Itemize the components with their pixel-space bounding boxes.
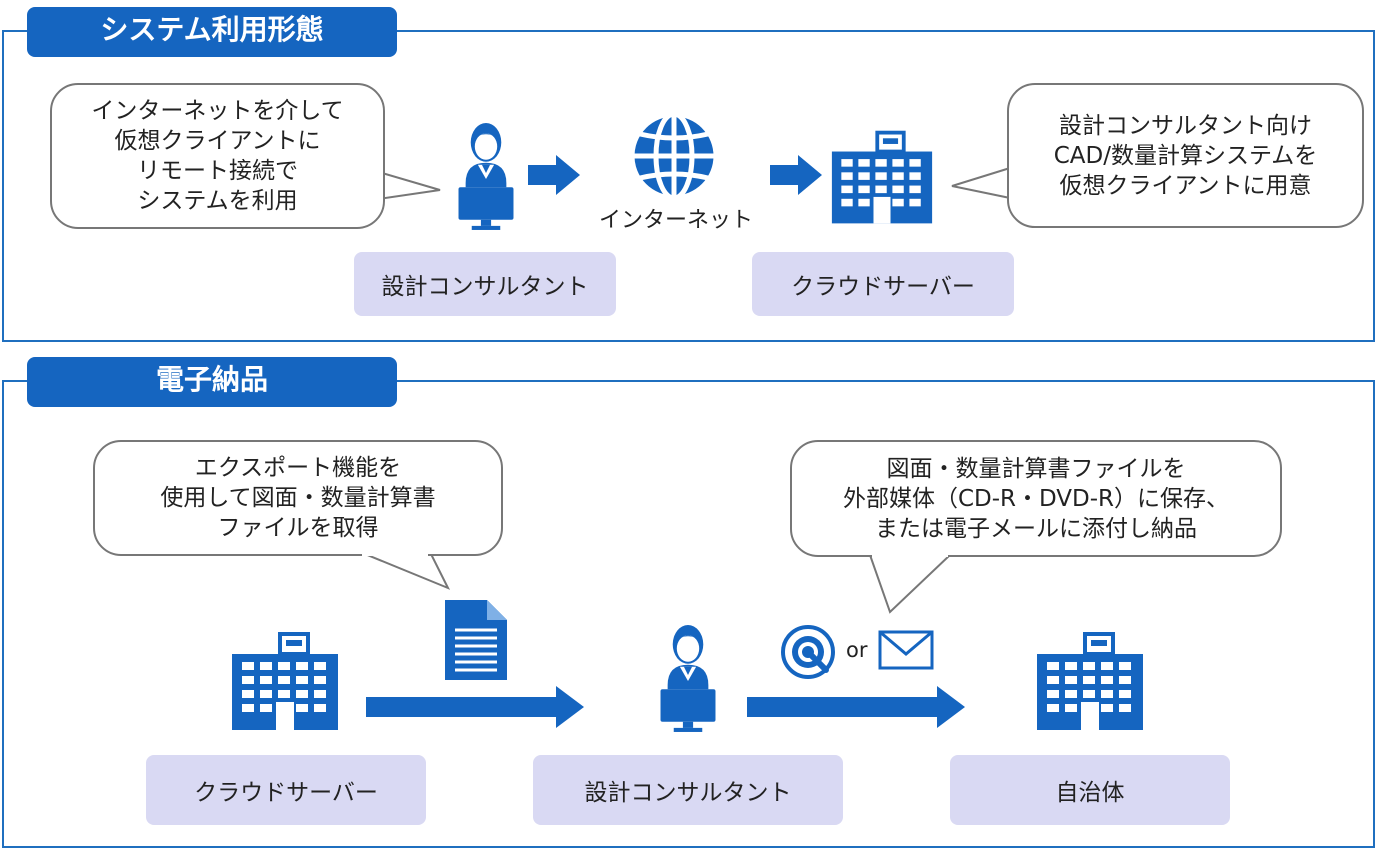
speech-bubble-export: エクスポート機能を 使用して図面・数量計算書 ファイルを取得	[93, 440, 503, 556]
speech-bubble-delivery-text: 図面・数量計算書ファイルを 外部媒体（CD-R・DVD-R）に保存、 または電子…	[842, 455, 1230, 542]
document-icon	[445, 600, 507, 680]
label-cloud-server-2: クラウドサーバー	[146, 755, 426, 825]
label-consultant: 設計コンサルタント	[354, 252, 616, 316]
label-municipality: 自治体	[950, 755, 1230, 825]
building-icon	[1035, 632, 1145, 732]
arrow-right-icon	[747, 686, 965, 728]
arrow-right-icon	[770, 155, 822, 195]
speech-bubble-remote-connect: インターネットを介して 仮想クライアントに リモート接続で システムを利用	[50, 83, 385, 229]
disc-icon	[781, 625, 835, 679]
speech-bubble-export-text: エクスポート機能を 使用して図面・数量計算書 ファイルを取得	[160, 455, 436, 541]
speech-bubble-cad-system-text: 設計コンサルタント向け CAD/数量計算システムを 仮想クライアントに用意	[1053, 112, 1318, 199]
internet-label: インターネット	[598, 208, 753, 233]
speech-bubble-remote-connect-text: インターネットを介して 仮想クライアントに リモート接続で システムを利用	[91, 98, 344, 214]
globe-icon	[629, 111, 719, 201]
envelope-icon	[878, 630, 934, 670]
label-consultant-2: 設計コンサルタント	[533, 755, 843, 825]
arrow-right-icon	[366, 686, 584, 728]
electronic-delivery-title: 電子納品	[27, 357, 397, 407]
or-label: or	[846, 638, 868, 662]
arrow-right-icon	[528, 155, 580, 195]
system-usage-title: システム利用形態	[27, 7, 397, 57]
label-cloud-server: クラウドサーバー	[752, 252, 1014, 316]
speech-bubble-delivery: 図面・数量計算書ファイルを 外部媒体（CD-R・DVD-R）に保存、 または電子…	[790, 440, 1282, 557]
speech-bubble-cad-system: 設計コンサルタント向け CAD/数量計算システムを 仮想クライアントに用意	[1007, 83, 1364, 228]
